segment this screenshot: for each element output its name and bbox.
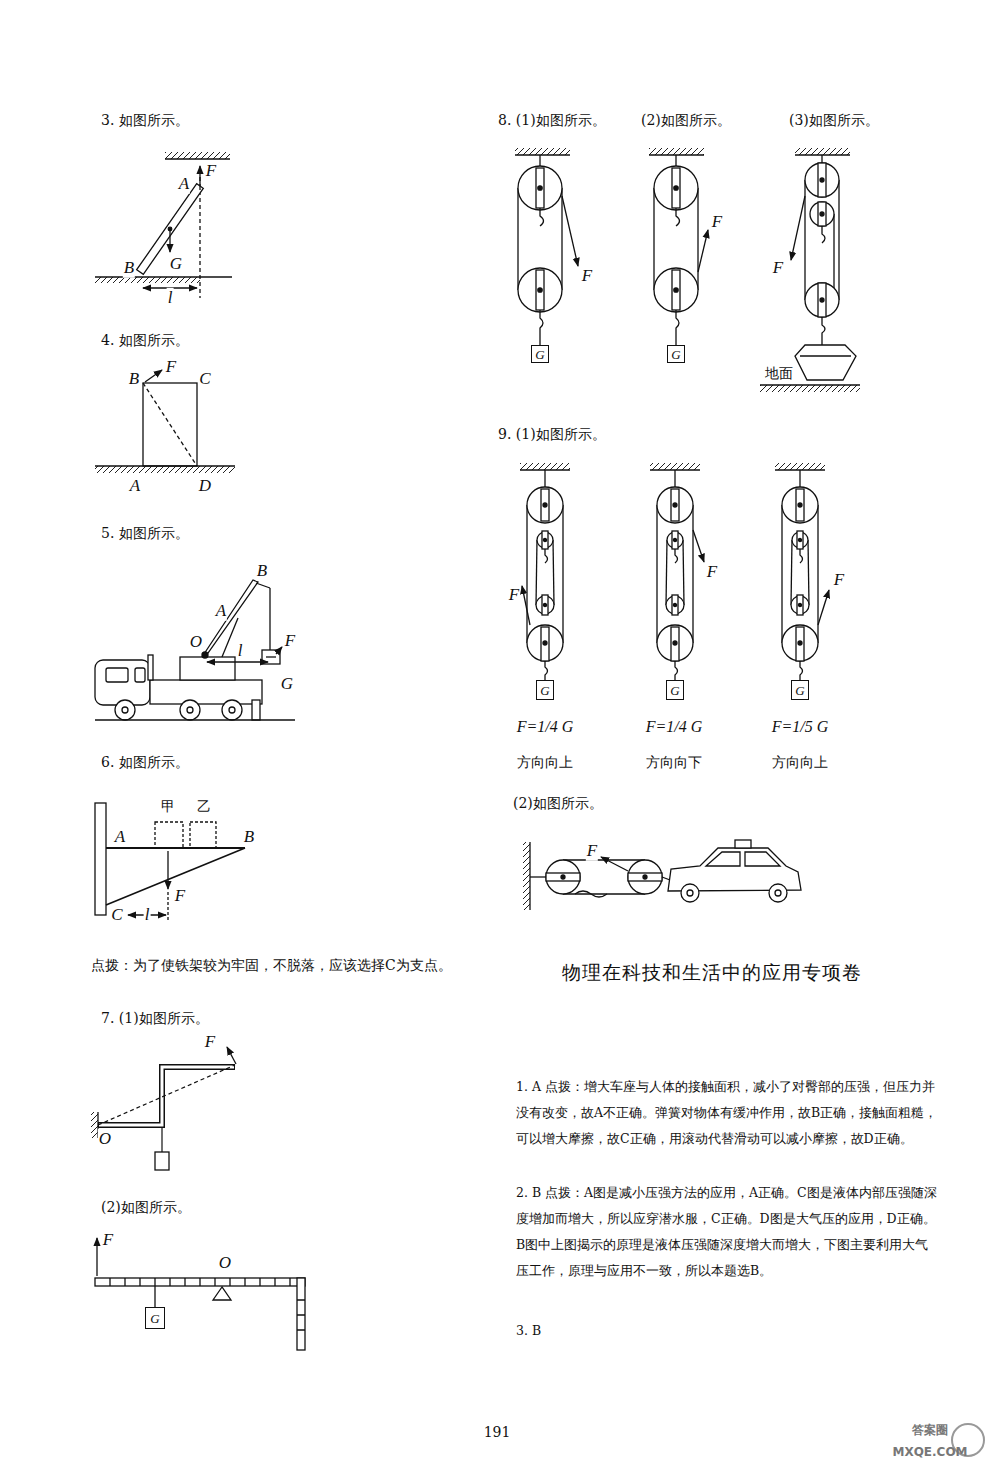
force-letter: G: [169, 254, 183, 274]
question-number: 4. 如图所示。: [100, 332, 190, 349]
force-letter: F: [102, 1230, 114, 1250]
weight-box: G: [666, 680, 684, 700]
point-letter: A: [129, 476, 141, 496]
point-letter: O: [98, 1129, 112, 1149]
formula: F=1/4 G: [516, 717, 575, 736]
point-letter: A: [114, 827, 126, 847]
point-letter: B: [256, 561, 268, 581]
question-number: (2)如图所示。: [512, 795, 604, 812]
force-letter: F: [284, 631, 296, 651]
question-number: (2)如图所示。: [640, 112, 732, 129]
question-number: (2)如图所示。: [100, 1199, 192, 1216]
question-number: 8. (1)如图所示。: [497, 112, 607, 129]
point-letter: D: [198, 476, 212, 496]
question-number: 6. 如图所示。: [100, 754, 190, 771]
weight-box: G: [791, 680, 809, 700]
point-letter: B: [243, 827, 255, 847]
answer-note: 2. B 点拨：A图是减小压强方法的应用，A正确。C图是液体内部压强随深度增加而…: [515, 1180, 942, 1284]
direction-note: 方向向下: [645, 754, 703, 771]
hint-note: 点拨：为了使铁架较为牢固，不脱落，应该选择C为支点。: [90, 957, 453, 974]
weight-symbol: G: [795, 684, 804, 697]
force-letter: F: [586, 841, 598, 861]
box-label: 乙: [196, 798, 212, 815]
point-letter: B: [123, 258, 135, 278]
direction-note: 方向向上: [516, 754, 574, 771]
arm-letter: l: [144, 905, 151, 925]
box-label: 甲: [160, 798, 176, 815]
force-letter: F: [772, 258, 784, 278]
weight-box: G: [531, 345, 549, 363]
force-letter: F: [581, 266, 593, 286]
answer-note: 1. A 点拨：增大车座与人体的接触面积，减小了对臀部的压强，但压力并没有改变，…: [515, 1074, 942, 1152]
point-letter: A: [178, 174, 190, 194]
weight-symbol: G: [150, 1312, 159, 1325]
question-number: 7. (1)如图所示。: [100, 1010, 210, 1027]
point-letter: C: [198, 369, 211, 389]
question-number: (3)如图所示。: [788, 112, 880, 129]
direction-note: 方向向上: [771, 754, 829, 771]
point-letter: O: [218, 1253, 232, 1273]
formula: F=1/4 G: [645, 717, 704, 736]
answer-note: 3. B: [515, 1318, 542, 1344]
force-letter: F: [165, 357, 177, 377]
ground-label: 地面: [764, 365, 794, 382]
weight-symbol: G: [535, 348, 544, 361]
weight-symbol: G: [670, 684, 679, 697]
weight-symbol: G: [540, 684, 549, 697]
force-letter: G: [280, 674, 294, 694]
watermark: MXQE.COM: [891, 1445, 968, 1459]
arm-letter: l: [237, 641, 244, 661]
force-letter: F: [711, 212, 723, 232]
watermark: 答案圈: [911, 1423, 949, 1437]
point-letter: C: [110, 905, 123, 925]
weight-box: G: [145, 1307, 165, 1329]
question-number: 5. 如图所示。: [100, 525, 190, 542]
force-letter: F: [174, 886, 186, 906]
page-number: 191: [483, 1424, 512, 1441]
force-letter: F: [205, 161, 217, 181]
force-letter: F: [706, 562, 718, 582]
weight-box: G: [536, 680, 554, 700]
point-letter: O: [189, 632, 203, 652]
weight-symbol: G: [671, 348, 680, 361]
point-letter: A: [215, 601, 227, 621]
section-title: 物理在科技和生活中的应用专项卷: [561, 961, 863, 984]
force-letter: F: [204, 1032, 216, 1052]
force-letter: F: [508, 585, 520, 605]
force-letter: F: [833, 570, 845, 590]
question-number: 9. (1)如图所示。: [497, 426, 607, 443]
question-number: 3. 如图所示。: [100, 112, 190, 129]
formula: F=1/5 G: [771, 717, 830, 736]
point-letter: B: [128, 369, 140, 389]
arm-letter: l: [167, 288, 174, 308]
weight-box: G: [667, 345, 685, 363]
